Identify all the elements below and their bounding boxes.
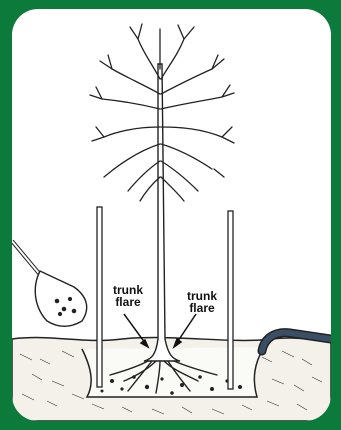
- left-stake: [97, 207, 102, 387]
- left-label-line-2: flare: [106, 296, 150, 308]
- right-stake: [228, 211, 233, 389]
- right-label-line-2: flare: [180, 302, 224, 314]
- tree-planting-illustration: [12, 9, 331, 421]
- left-trunk-flare-label: trunk flare: [106, 284, 150, 308]
- right-trunk-flare-label: trunk flare: [180, 290, 224, 314]
- shovel: [12, 241, 87, 326]
- planting-hole: [82, 347, 264, 397]
- illustration-panel: trunk flare trunk flare: [12, 9, 331, 421]
